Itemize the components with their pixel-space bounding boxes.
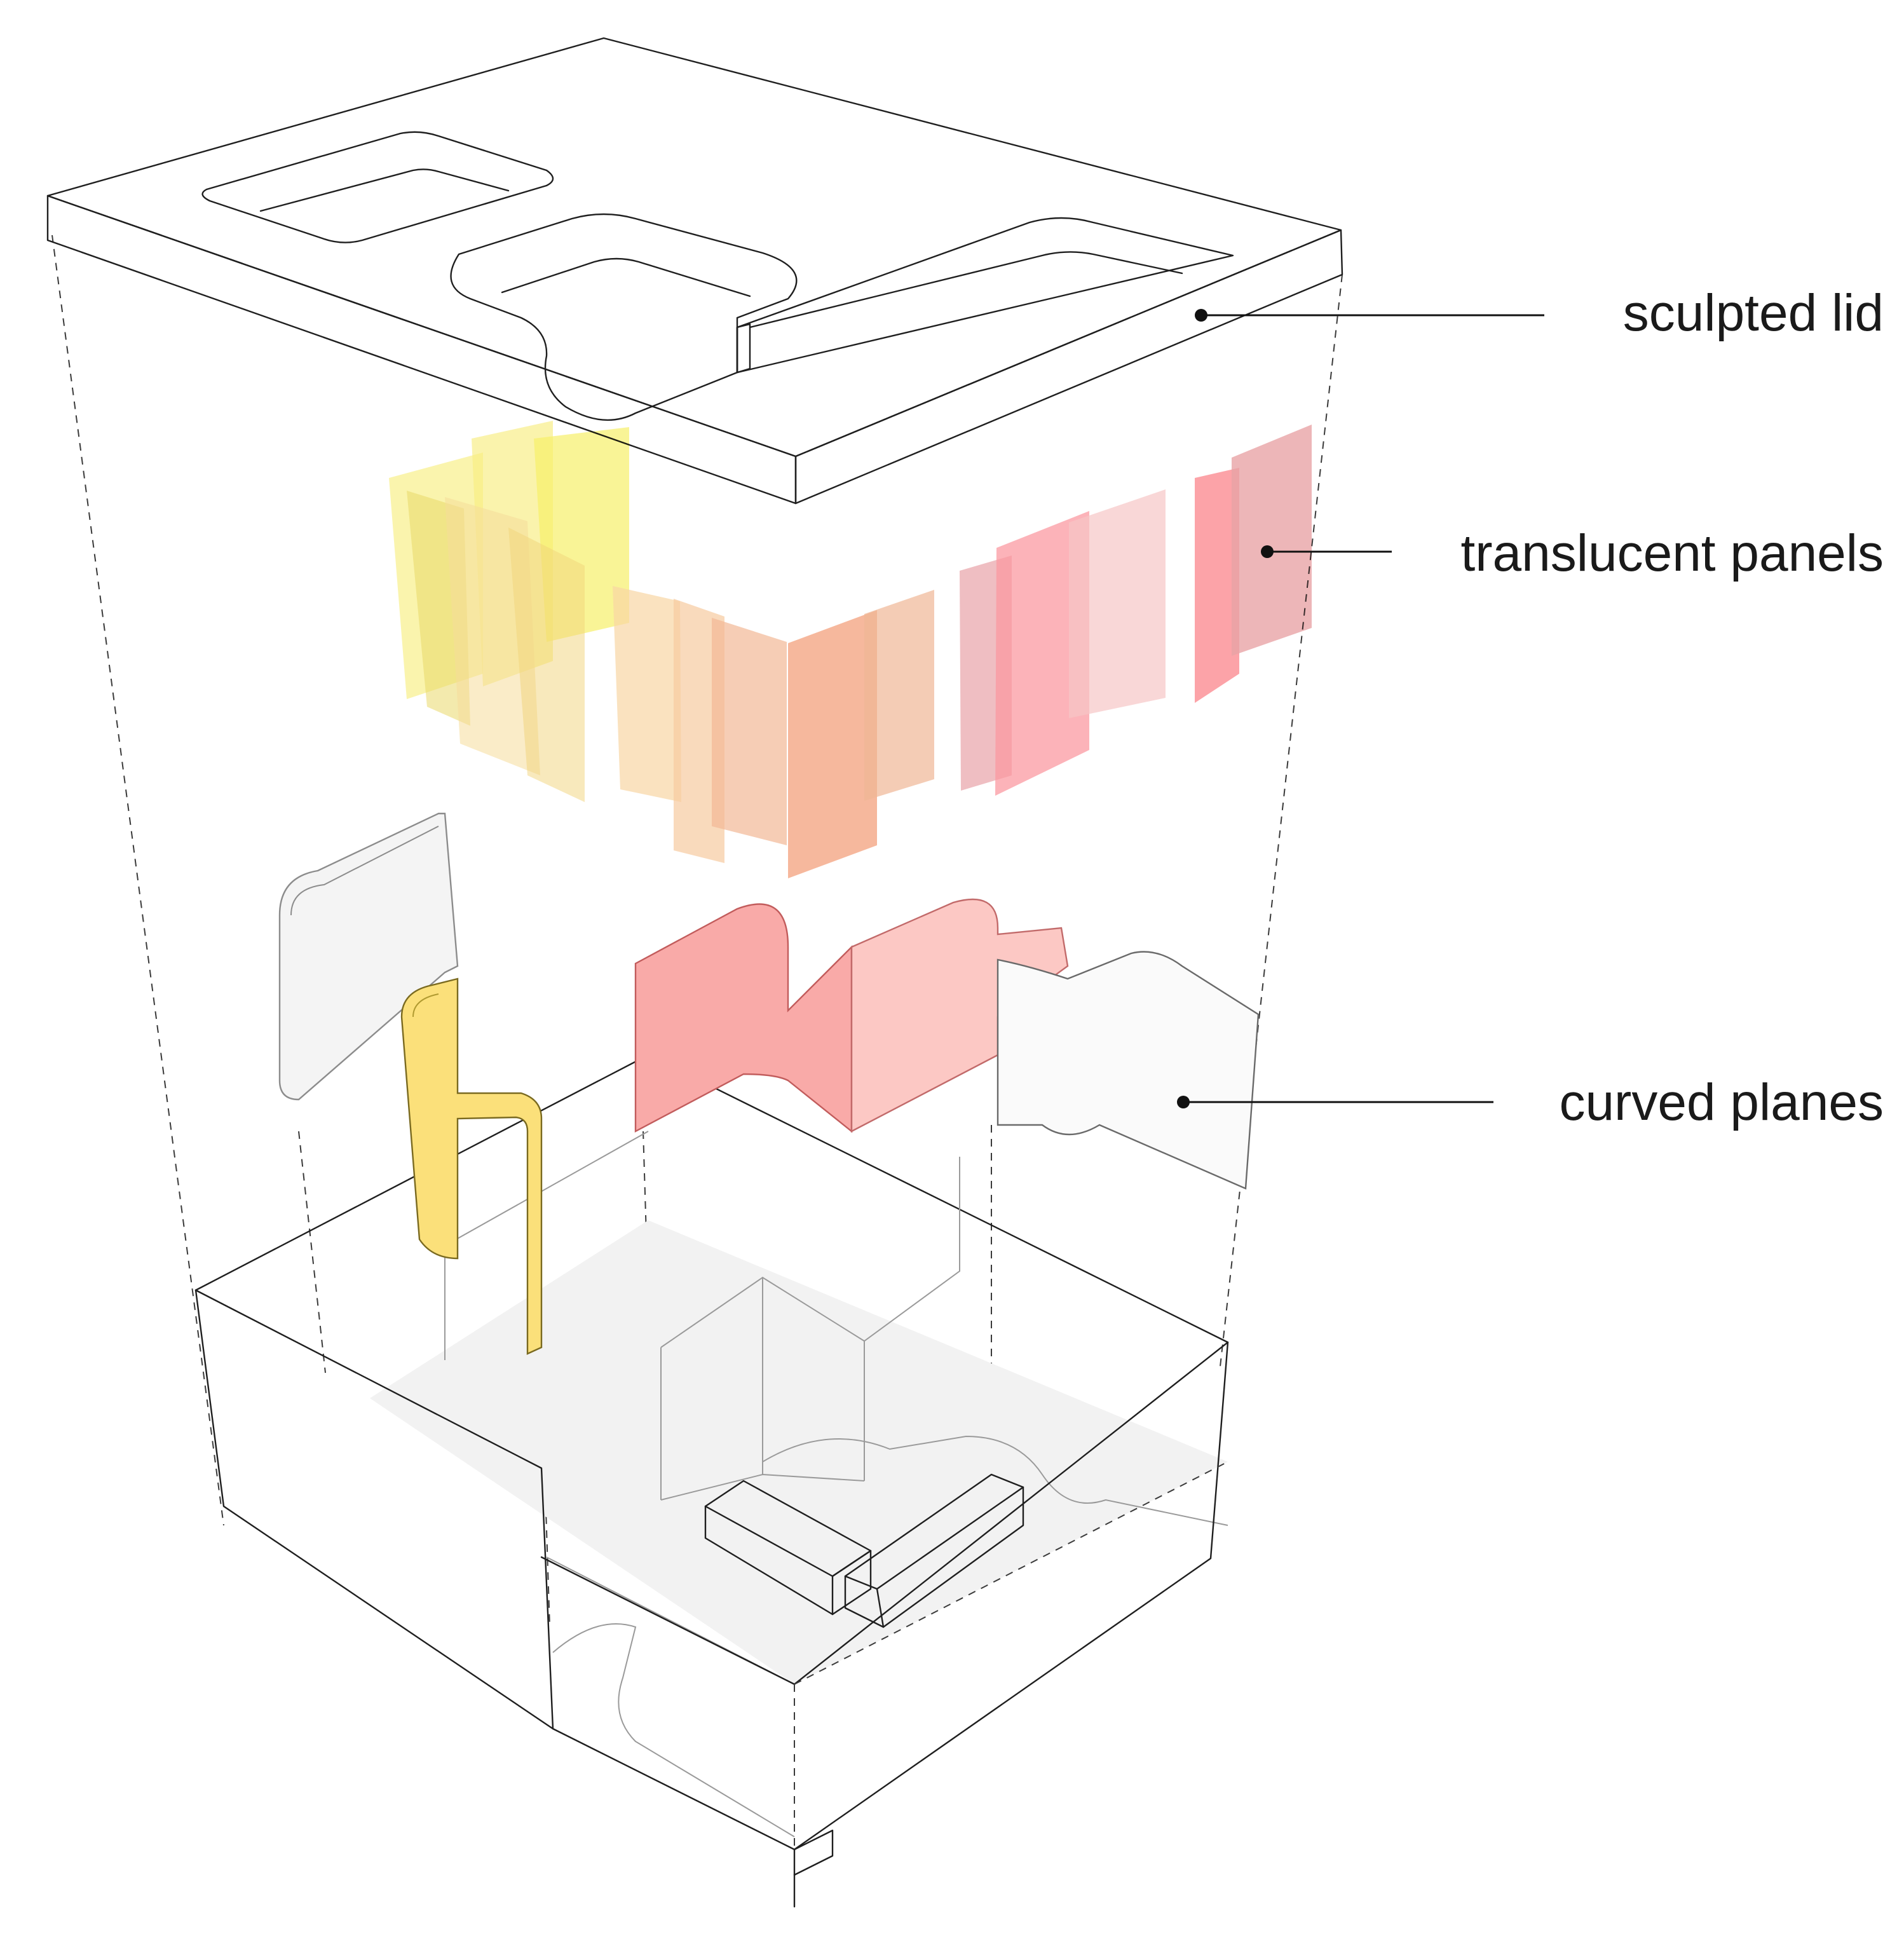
translucent-panels (389, 421, 1312, 878)
leader-lines (1177, 309, 1544, 1108)
label-sculpted-lid: sculpted lid (1622, 284, 1884, 342)
label-translucent-panels: translucent panels (1460, 524, 1884, 582)
base-box (194, 1054, 1229, 1908)
sculpted-lid (46, 37, 1343, 505)
curved-planes (278, 812, 1260, 1355)
label-curved-planes: curved planes (1559, 1073, 1884, 1131)
